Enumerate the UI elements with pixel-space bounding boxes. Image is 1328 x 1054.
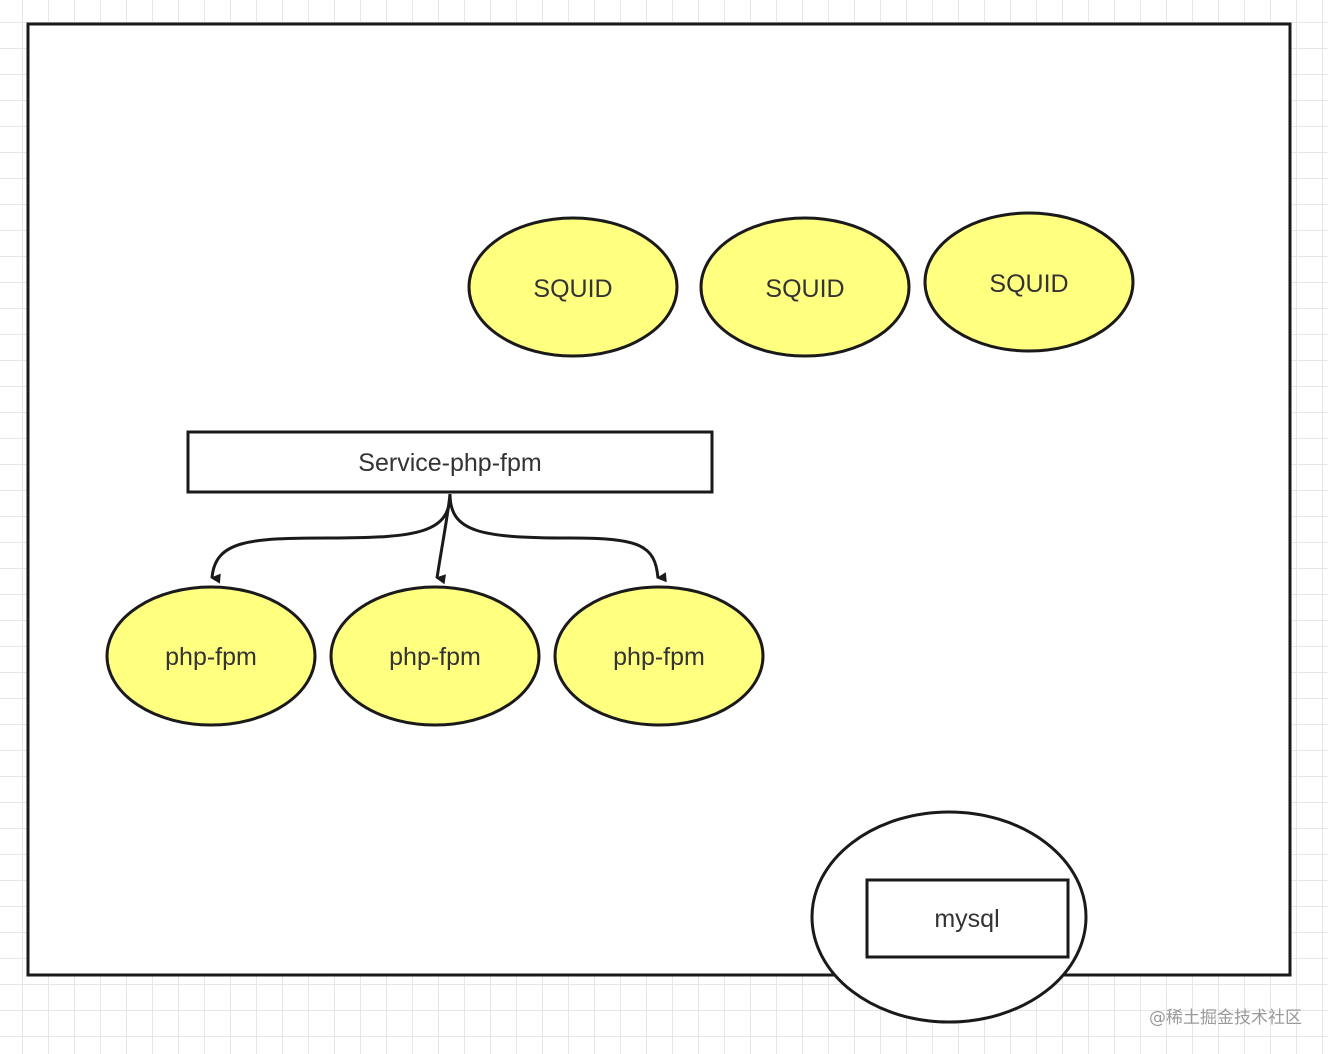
container-frame [26, 22, 1292, 977]
squid-node-3[interactable]: SQUID [923, 211, 1135, 353]
mysql-box [865, 878, 1070, 959]
watermark: @稀土掘金技术社区 [1149, 1008, 1302, 1028]
php-fpm-label-3: php-fpm [613, 643, 705, 671]
squid-node-1[interactable]: SQUID [467, 216, 679, 358]
squid-node-2[interactable]: SQUID [699, 216, 911, 358]
arrow-service-to-php-fpm-1 [210, 493, 452, 584]
mysql-node[interactable]: mysql [810, 810, 1088, 1024]
squid-label-3: SQUID [989, 270, 1068, 298]
mysql-label: mysql [934, 905, 999, 933]
squid-label-1: SQUID [533, 275, 612, 303]
arrow-service-to-php-fpm-3 [448, 493, 667, 583]
php-fpm-node-2[interactable]: php-fpm [329, 585, 541, 727]
service-label: Service-php-fpm [358, 449, 541, 477]
service-node[interactable]: Service-php-fpm [186, 430, 714, 494]
squid-label-2: SQUID [765, 275, 844, 303]
php-fpm-label-2: php-fpm [389, 643, 481, 671]
php-fpm-node-1[interactable]: php-fpm [105, 585, 317, 727]
php-fpm-label-1: php-fpm [165, 643, 257, 671]
php-fpm-node-3[interactable]: php-fpm [553, 585, 765, 727]
